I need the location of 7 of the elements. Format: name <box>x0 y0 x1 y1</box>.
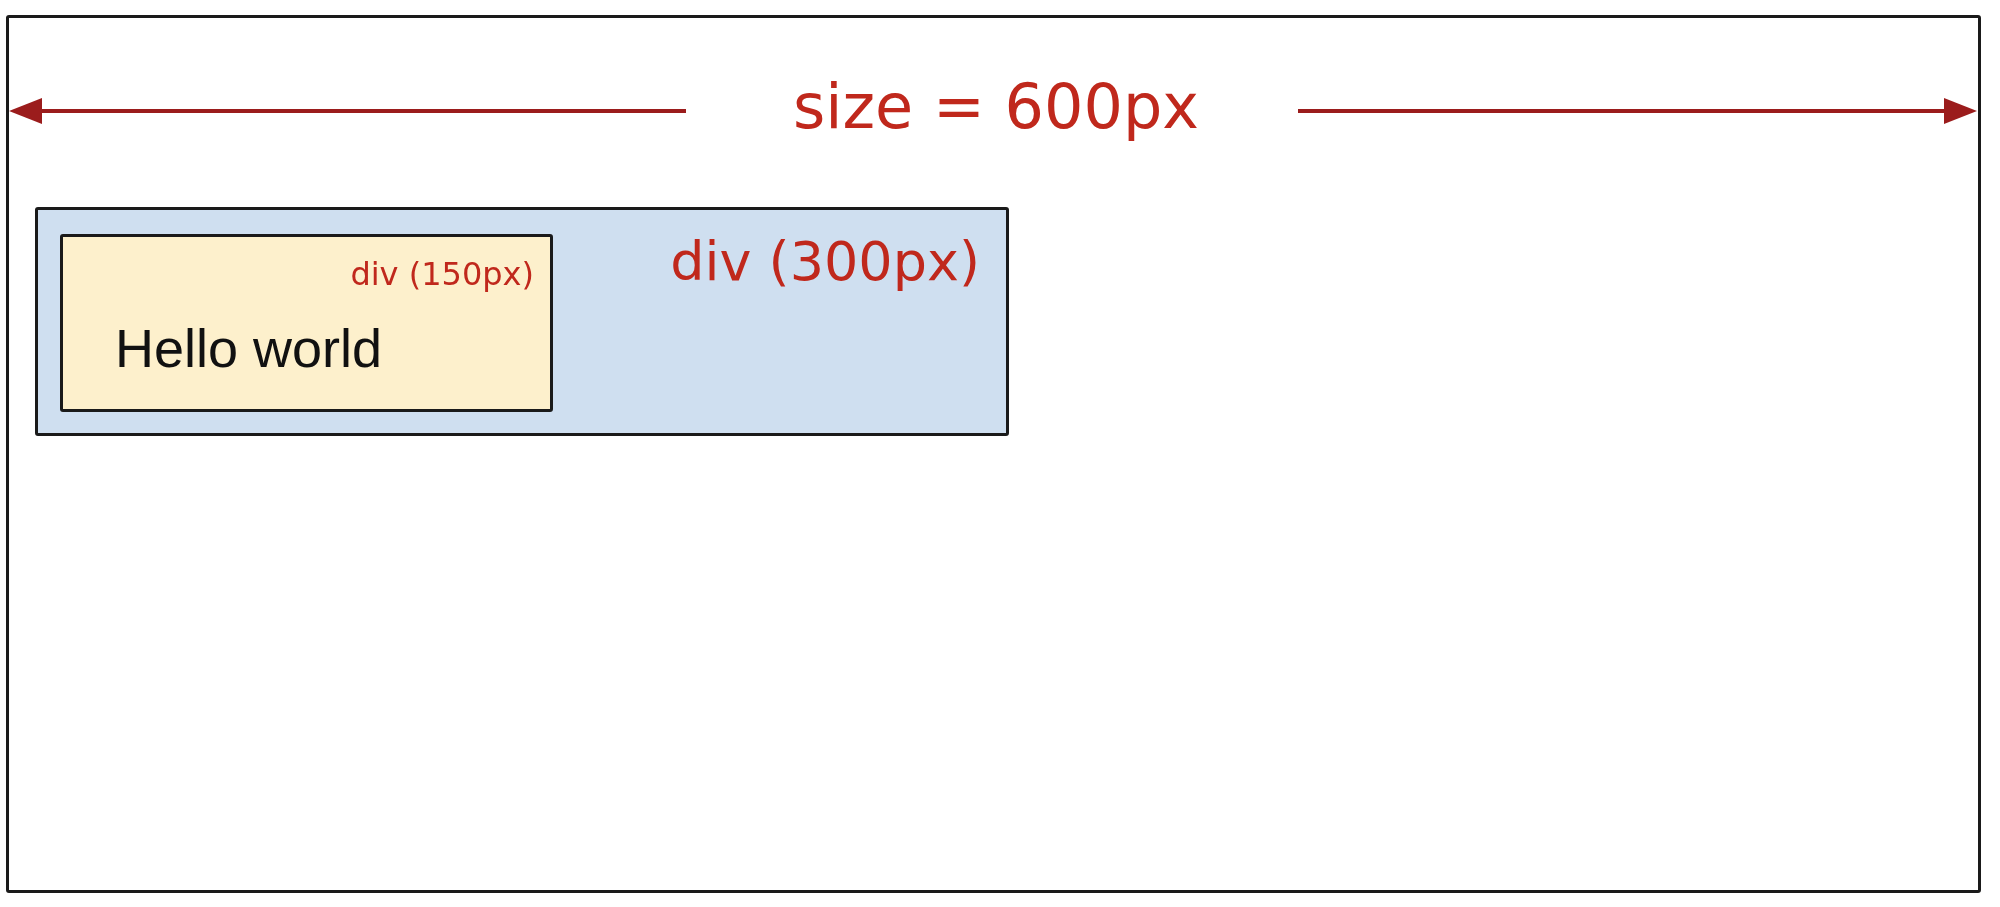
size-label: div (150px) <box>350 257 534 293</box>
page-box <box>6 15 1981 893</box>
inner-div-box <box>60 234 553 412</box>
size-label: div (300px) <box>670 232 980 292</box>
dimension-label: size = 600px <box>793 73 1199 142</box>
content-text: Hello world <box>115 319 383 379</box>
outer-div-box <box>35 207 1009 436</box>
